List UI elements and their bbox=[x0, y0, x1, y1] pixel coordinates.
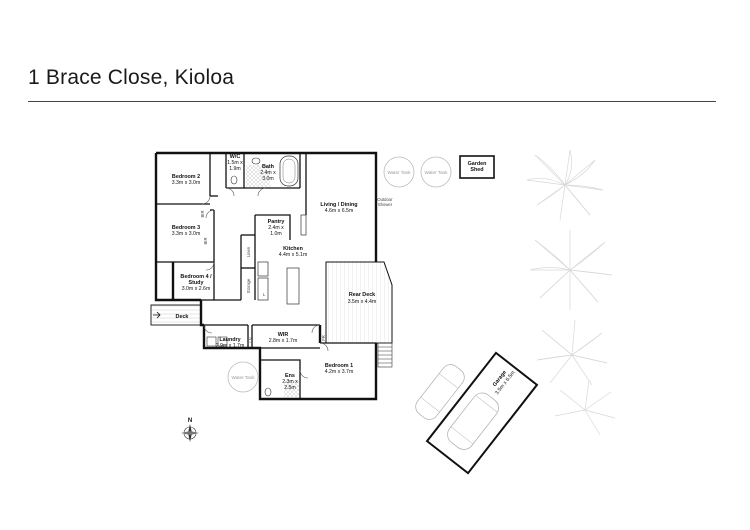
svg-text:Water Tank: Water Tank bbox=[232, 375, 256, 380]
svg-text:3.0m x 2.6m: 3.0m x 2.6m bbox=[182, 286, 211, 292]
door-swings bbox=[201, 187, 329, 379]
svg-text:2.9m x 1.7m: 2.9m x 1.7m bbox=[216, 343, 245, 349]
svg-text:N: N bbox=[188, 418, 192, 424]
garden-shed: Garden Shed bbox=[459, 155, 495, 179]
room-label-bedroom-1: Bedroom 1 4.2m x 3.7m bbox=[325, 363, 354, 375]
svg-text:Bedroom 4 /: Bedroom 4 / bbox=[180, 274, 212, 280]
svg-text:3.5m x 4.4m: 3.5m x 4.4m bbox=[348, 299, 377, 305]
svg-text:Shower: Shower bbox=[378, 202, 393, 207]
room-label-bath: Bath 2.4m x 3.0m bbox=[260, 164, 276, 182]
water-tank-2: Water Tank bbox=[420, 156, 452, 188]
parked-car bbox=[415, 364, 465, 420]
north-arrow-icon: N bbox=[181, 418, 199, 442]
rear-deck: Rear Deck 3.5m x 4.4m bbox=[325, 261, 393, 344]
svg-text:Deck: Deck bbox=[176, 314, 189, 320]
svg-text:2.8m x 1.7m: 2.8m x 1.7m bbox=[269, 338, 298, 344]
svg-text:Water Tank: Water Tank bbox=[425, 170, 449, 175]
bir-label-2: BIR bbox=[203, 238, 208, 245]
room-label-wir: WIR 2.8m x 1.7m bbox=[269, 332, 298, 344]
svg-text:3.0m: 3.0m bbox=[262, 176, 274, 182]
svg-text:Outdoor: Outdoor bbox=[377, 197, 393, 202]
garage: Garage 3.5m x 6.5m bbox=[425, 351, 539, 475]
bir-label-1: BIR bbox=[200, 211, 205, 218]
svg-text:3.3m x 3.0m: 3.3m x 3.0m bbox=[172, 180, 201, 186]
water-tank-3: Water Tank bbox=[227, 361, 259, 393]
svg-text:Living / Dining: Living / Dining bbox=[320, 202, 357, 208]
room-label-bedroom-3: Bedroom 3 3.3m x 3.0m bbox=[172, 225, 201, 237]
svg-text:Bath: Bath bbox=[262, 164, 274, 170]
svg-text:3.3m x 3.0m: 3.3m x 3.0m bbox=[172, 231, 201, 237]
front-deck: Deck bbox=[150, 304, 202, 326]
storage-label: Storage bbox=[246, 278, 251, 293]
svg-text:2.5m: 2.5m bbox=[284, 385, 296, 391]
ensuite-fixtures bbox=[264, 380, 299, 398]
svg-text:Rear Deck: Rear Deck bbox=[349, 292, 375, 298]
linen-label: Linen bbox=[246, 246, 251, 257]
room-label-kitchen: Kitchen 4.4m x 5.1m bbox=[279, 246, 308, 258]
svg-text:WIR: WIR bbox=[278, 332, 289, 338]
bath-fixtures bbox=[230, 155, 299, 187]
svg-text:Study: Study bbox=[189, 280, 204, 286]
room-label-wc: W/C 1.5m x 1.9m bbox=[227, 154, 243, 172]
svg-text:Garden: Garden bbox=[468, 161, 487, 167]
water-tank-1: Water Tank bbox=[383, 156, 415, 188]
room-label-pantry: Pantry 2.4m x 1.0m bbox=[268, 219, 285, 237]
l-cupboard-label: L bbox=[263, 292, 266, 297]
svg-text:Ens: Ens bbox=[285, 373, 295, 379]
palm-trees-decoration bbox=[526, 149, 616, 436]
svg-text:1.0m: 1.0m bbox=[270, 231, 282, 237]
svg-text:4.4m x 5.1m: 4.4m x 5.1m bbox=[279, 252, 308, 258]
room-label-bedroom-4: Bedroom 4 / Study 3.0m x 2.6m bbox=[180, 274, 212, 292]
svg-text:1.9m: 1.9m bbox=[229, 166, 241, 172]
svg-text:Bedroom 1: Bedroom 1 bbox=[325, 363, 353, 369]
svg-text:4.6m x 6.5m: 4.6m x 6.5m bbox=[325, 208, 354, 214]
svg-text:2.4m x: 2.4m x bbox=[268, 225, 284, 231]
room-label-living-dining: Living / Dining 4.6m x 6.5m bbox=[320, 202, 357, 214]
svg-text:Bedroom 2: Bedroom 2 bbox=[172, 174, 200, 180]
svg-text:4.2m x 3.7m: 4.2m x 3.7m bbox=[325, 369, 354, 375]
svg-text:Bedroom 3: Bedroom 3 bbox=[172, 225, 200, 231]
fr-label: FR bbox=[321, 335, 326, 341]
room-label-bedroom-2: Bedroom 2 3.3m x 3.0m bbox=[172, 174, 201, 186]
svg-text:Pantry: Pantry bbox=[268, 219, 285, 225]
svg-text:Laundry: Laundry bbox=[219, 337, 240, 343]
svg-text:1.5m x: 1.5m x bbox=[227, 160, 243, 166]
deck-stairs bbox=[377, 342, 393, 368]
room-label-laundry: Laundry 2.9m x 1.7m bbox=[216, 337, 245, 349]
svg-text:Water Tank: Water Tank bbox=[388, 170, 412, 175]
interior-walls bbox=[156, 153, 376, 399]
title-divider bbox=[28, 101, 716, 102]
room-label-ens: Ens 2.3m x 2.5m bbox=[282, 373, 298, 391]
ln-label: LN bbox=[248, 337, 253, 342]
svg-text:2.3m x: 2.3m x bbox=[282, 379, 298, 385]
laundry-fixtures bbox=[206, 336, 228, 347]
kitchen-fixtures bbox=[257, 214, 307, 305]
svg-text:Shed: Shed bbox=[470, 167, 483, 173]
svg-text:Kitchen: Kitchen bbox=[283, 246, 303, 252]
svg-text:2.4m x: 2.4m x bbox=[260, 170, 276, 176]
svg-text:W/C: W/C bbox=[230, 154, 241, 160]
page-title: 1 Brace Close, Kioloa bbox=[28, 66, 235, 89]
